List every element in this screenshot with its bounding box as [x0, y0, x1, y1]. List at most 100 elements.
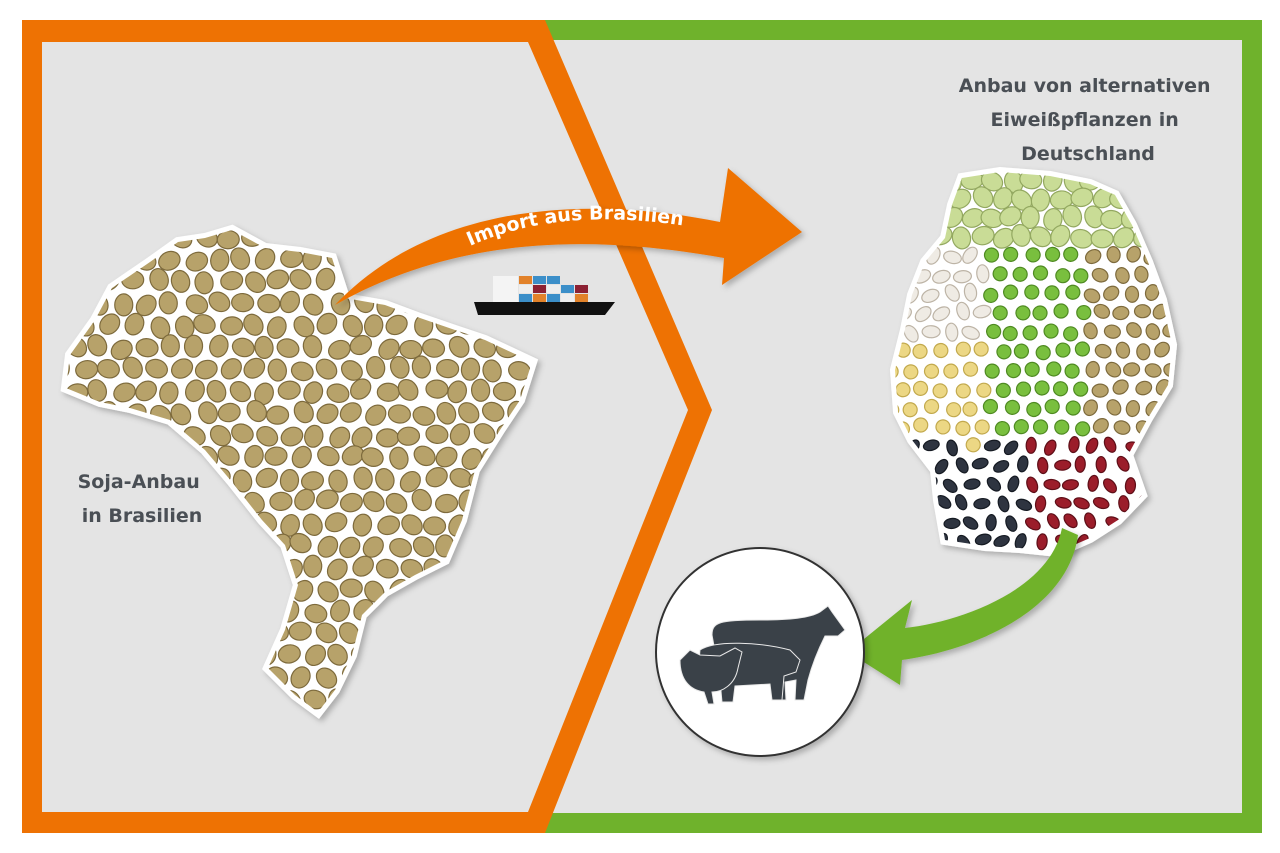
field-bean — [1011, 223, 1031, 247]
kidney-bean — [1034, 495, 1047, 513]
soybean — [208, 291, 231, 313]
soybean — [243, 313, 264, 336]
soybean — [183, 334, 204, 358]
soybean — [303, 381, 324, 404]
black-bean — [922, 439, 940, 452]
soybean — [1154, 341, 1170, 358]
soybean — [220, 316, 244, 336]
soybean — [1123, 362, 1141, 377]
soybean — [185, 251, 209, 272]
green-pea — [996, 344, 1012, 360]
soybean — [304, 603, 328, 624]
soybean — [387, 404, 411, 424]
soybean — [389, 538, 413, 558]
soybean — [365, 355, 386, 380]
soybean — [254, 335, 274, 360]
green-pea — [1002, 325, 1018, 342]
green-pea — [1046, 361, 1062, 377]
soybean — [1112, 379, 1129, 395]
soybean — [1144, 284, 1160, 301]
yellow-pea — [962, 361, 979, 377]
field-bean — [951, 226, 972, 250]
soybean — [1144, 363, 1162, 378]
kidney-bean — [1116, 455, 1130, 472]
soybean — [326, 558, 348, 581]
green-pea — [983, 287, 999, 304]
soybean — [209, 425, 232, 447]
soybean — [412, 536, 435, 558]
soybean — [293, 315, 315, 338]
soybean — [1103, 324, 1121, 339]
kidney-bean — [1124, 477, 1137, 495]
soybean — [288, 621, 312, 641]
white-bean — [963, 282, 978, 302]
soybean — [1113, 420, 1131, 435]
soybean — [145, 358, 168, 379]
soybean — [302, 335, 323, 359]
kidney-bean — [1043, 439, 1057, 456]
green-pea — [1003, 246, 1019, 262]
soybean — [266, 269, 290, 290]
green-pea — [1004, 399, 1021, 415]
soybean — [266, 316, 287, 339]
field-bean — [1062, 204, 1083, 228]
field-bean — [999, 206, 1022, 227]
green-pea — [984, 363, 1000, 379]
soybean — [194, 271, 214, 295]
green-pea — [1053, 303, 1069, 319]
kidney-bean — [1092, 497, 1110, 510]
soybean — [300, 471, 324, 491]
soybean — [353, 466, 373, 490]
soybean — [1091, 267, 1109, 283]
field-bean — [1050, 224, 1071, 248]
green-pea — [1065, 284, 1081, 300]
soybean — [1105, 361, 1122, 378]
soybean — [1112, 305, 1130, 321]
green-pea — [1044, 398, 1060, 415]
soybean — [1083, 322, 1098, 340]
soybean — [315, 667, 338, 689]
soybean — [230, 247, 251, 270]
soybean — [436, 358, 460, 379]
green-pea — [1032, 305, 1048, 321]
soybean — [389, 355, 410, 379]
yellow-pea — [955, 341, 971, 357]
yellow-pea — [946, 402, 962, 418]
kidney-bean — [1073, 497, 1090, 510]
kidney-bean — [1095, 455, 1107, 474]
soybean — [329, 426, 351, 449]
soybean — [316, 403, 339, 425]
soybean — [385, 314, 408, 336]
soybean — [1092, 418, 1109, 434]
soybean — [389, 446, 409, 470]
green-pea — [1003, 284, 1019, 300]
kidney-bean — [1085, 437, 1099, 454]
kidney-bean — [1043, 478, 1061, 491]
white-bean — [962, 246, 978, 264]
soybean — [193, 314, 216, 335]
white-bean — [961, 325, 980, 340]
kidney-bean — [1054, 497, 1072, 509]
soybean — [220, 270, 244, 291]
soybean — [1133, 304, 1152, 319]
soybean — [492, 381, 517, 402]
soybean — [363, 314, 384, 338]
soybean — [375, 428, 400, 448]
white-bean — [932, 269, 951, 284]
soybean — [324, 512, 348, 533]
soybean — [276, 338, 300, 358]
green-pea — [1026, 401, 1042, 418]
green-pea — [1024, 284, 1040, 300]
soybean — [327, 643, 348, 666]
soybean — [385, 492, 408, 514]
yellow-pea — [976, 382, 992, 398]
yellow-pea — [912, 380, 929, 396]
soybean — [1126, 322, 1142, 338]
soybean — [231, 337, 255, 358]
soybean — [449, 423, 471, 446]
soybean — [158, 250, 181, 271]
soybean — [220, 358, 242, 380]
kidney-bean — [1024, 517, 1041, 531]
soybean — [255, 467, 279, 489]
chicken-icon — [679, 647, 743, 705]
